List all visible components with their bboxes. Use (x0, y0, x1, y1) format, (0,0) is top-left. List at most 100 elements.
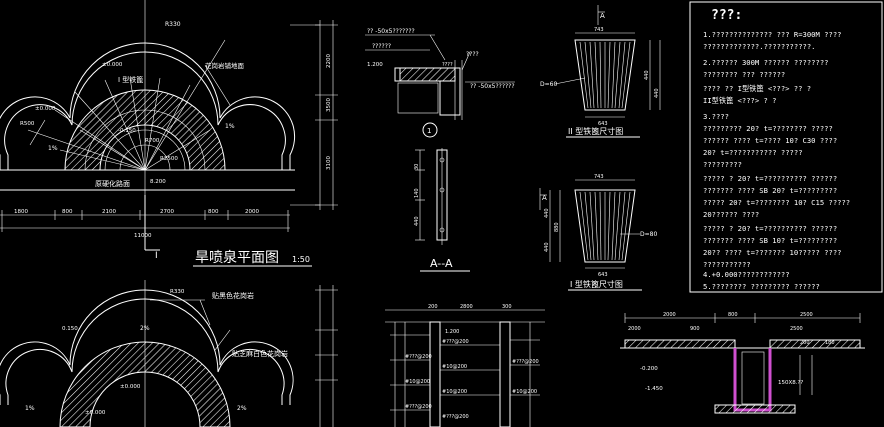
notes-line-9: ?????? ???? t=???? 10? C30 ???? (703, 136, 838, 145)
section-right-label-4: 200 (800, 340, 810, 346)
cover-bottom-dim-h3: 440 (544, 242, 550, 252)
plan-top-dim-3: 2100 (102, 209, 116, 215)
section-bottom-label-10: #???@200 (442, 414, 469, 420)
cover-bottom-dim-h1: 440 (544, 208, 550, 218)
section-bottom-dim-1: 200 (428, 304, 438, 310)
section-aa-title: A--A (430, 257, 453, 270)
notes-frame (689, 1, 883, 293)
cover-top-title: II 型铁篦尺寸图 (568, 126, 623, 136)
section-bottom-label-7: #10@200 (442, 389, 467, 395)
section-aa-dim-1: 30 (414, 164, 420, 170)
plan-bottom-black-granite: 贴黑色花岗岩 (212, 291, 254, 300)
cover-bottom-mark: A (542, 194, 547, 202)
plan-top-scale: 1:50 (292, 255, 310, 264)
notes-line-11: ????????? (703, 160, 742, 169)
section-bottom-label-2: #???@200 (442, 339, 469, 345)
section-bottom-dim-2: 2800 (460, 304, 473, 310)
section-bottom-label-3: #???@200 (405, 354, 432, 360)
plan-top-width: 8.200 (150, 179, 166, 185)
plan-top-slope-2: 1% (48, 145, 58, 152)
notes-line-7: 3.???? (703, 112, 729, 121)
section-bottom-label-6: #10@200 (405, 379, 430, 385)
notes-line-6: II型铁篦 <???> ? ? (703, 96, 777, 105)
section-right-dim-2: 800 (728, 312, 738, 318)
cover-top-mark: A (600, 12, 605, 20)
plan-top-slope-1: 1% (225, 123, 235, 130)
notes-line-10: 20? t=??????????? ????? (703, 148, 803, 157)
notes-line-19: ??????????? (703, 260, 751, 269)
section-aa-dim-2: 140 (414, 188, 420, 198)
plan-top-center-tile-label: I 型铁篦 (118, 75, 143, 84)
plan-top-paving-label: 花岗岩铺地面 (205, 61, 245, 70)
section-bottom-label-8: #10@200 (512, 389, 537, 395)
detail-label-f: ???? (442, 62, 453, 68)
notes-line-18: 20?? ???? t=??????? 10????? ???? (703, 248, 842, 257)
plan-top-r500: R500 (20, 121, 35, 127)
notes-line-21: 5.???????? ????????? ?????? (703, 282, 820, 291)
plan-top-dim-2: 800 (62, 209, 73, 215)
plan-top-dim-1: 1800 (14, 209, 28, 215)
notes-line-8: ????????? 20? t=???????? ????? (703, 124, 833, 133)
plan-bottom-level-1: 0.150 (62, 326, 78, 332)
section-right-label-8: 150X8.?? (778, 380, 803, 386)
plan-bottom-slope-3: 2% (237, 405, 247, 412)
notes-line-4: ???????? ??? ?????? (703, 70, 786, 79)
plan-top-level-2: -0.150 (118, 128, 136, 134)
plan-top-dim-right-1: 2200 (326, 54, 332, 68)
section-bottom-dim-3: 300 (502, 304, 512, 310)
plan-top: R330 ±0.000 I 型铁篦 花岗岩铺地面 R500 -0.150 R25… (0, 0, 338, 267)
plan-top-dim-right-2: 3500 (326, 98, 332, 112)
cover-top-dim-b: 643 (598, 121, 608, 127)
plan-top-r700: R700 (145, 138, 160, 144)
section-aa-dim-3: 440 (414, 216, 420, 226)
notes-line-17: ??????? ???? SB 10? t=????????? (703, 236, 838, 245)
detail-label-c: ???? (466, 51, 479, 58)
notes-line-3: 2.?????? 300M ?????? ???????? (703, 58, 829, 67)
cover-top-note: D=60 (540, 81, 557, 88)
notes-line-2: ?????????????.???????????. (703, 42, 816, 51)
plan-top-level-3: ±0.000 (35, 106, 56, 112)
section-right-label-1: 2000 (628, 326, 641, 332)
cover-top-dim-h1: 440 (644, 70, 650, 80)
plan-top-level-1: ±0.000 (102, 62, 123, 68)
section-bottom-label-5: #???@200 (512, 359, 539, 365)
section-right-label-6: -0.200 (640, 366, 658, 372)
cover-bottom-dim-h2: 880 (554, 222, 560, 232)
cover-top-dim-h2: 440 (654, 88, 660, 98)
plan-bottom-level-2: ±0.000 (85, 410, 106, 416)
detail-label-b: ?????? (372, 43, 391, 50)
cover-bottom-dim-w: 743 (594, 174, 604, 180)
detail-label-e: ?? -50x5?????? (470, 83, 515, 90)
plan-top-dim-4: 2700 (160, 209, 174, 215)
plan-top-title: 旱喷泉平面图 (195, 249, 279, 266)
section-bottom-label-9: #???@200 (405, 404, 432, 410)
section-right-label-3: 2500 (790, 326, 803, 332)
notes-line-5: ???? ?? I型铁篦 <???> ?? ? (703, 84, 812, 93)
plan-top-r2500: R2500 (160, 156, 178, 162)
notes-line-20: 4.+0.000???????????? (703, 270, 790, 279)
section-right-label-7: -1.450 (645, 386, 663, 392)
cover-bottom: A 743 643 440 880 440 D=80 I 型铁篦尺寸图 (539, 174, 657, 291)
plan-top-dim-total: 11000 (134, 233, 152, 239)
section-right-dim-3: 2500 (800, 312, 813, 318)
section-right: 2000 800 2500 2000 900 2500 200 180 -0.2… (620, 312, 865, 414)
section-bottom-label-4: #10@200 (442, 364, 467, 370)
cover-top-dim-w: 743 (594, 27, 604, 33)
plan-bottom-slope-2: 1% (25, 405, 35, 412)
cover-bottom-dim-b: 643 (598, 272, 608, 278)
plan-bottom-r330: R330 (170, 289, 185, 295)
plan-bottom-slope-1: 2% (140, 325, 150, 332)
section-right-label-2: 900 (690, 326, 700, 332)
notes-line-1: 1.?????????????? ??? R=300M ???? (703, 30, 842, 39)
notes-title: ???: (711, 8, 743, 23)
notes-line-12: ????? ? 20? t=?????????? ?????? (703, 174, 838, 183)
cover-bottom-note: D=80 (640, 231, 657, 238)
section-right-dim-1: 2000 (663, 312, 676, 318)
detail-label-d: 1.200 (367, 62, 383, 68)
section-right-label-5: 180 (825, 340, 835, 346)
plan-top-dim-right-3: 3100 (326, 156, 332, 170)
section-bottom: 200 2800 300 1.200 #???@200 #???@200 #10… (385, 304, 545, 427)
plan-bottom: R330 贴黑色花岗岩 贴芝麻白色花岗岩 0.150 ±0.000 ±0.000… (0, 280, 338, 427)
cover-top: A 743 643 440 440 D=60 II 型铁篦尺寸图 (540, 5, 661, 138)
